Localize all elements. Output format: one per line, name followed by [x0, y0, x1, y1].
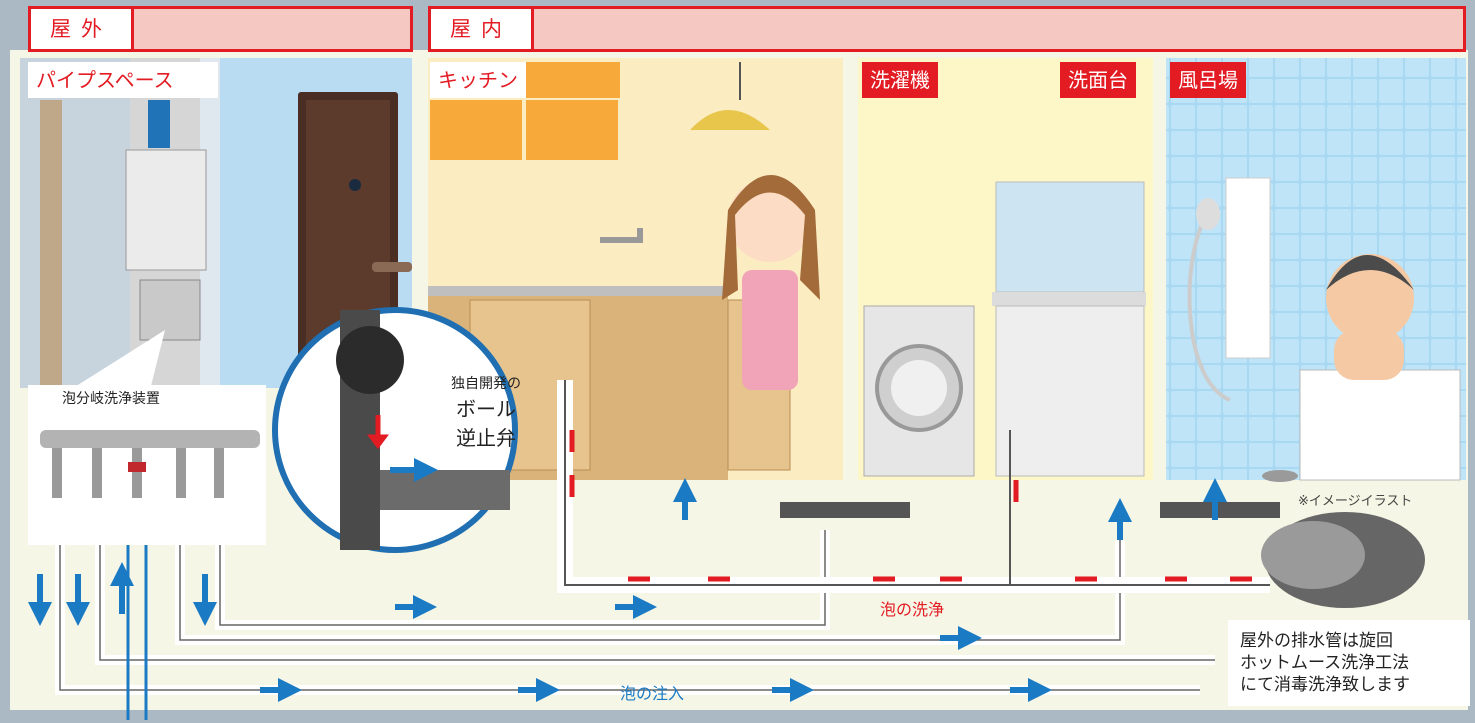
image-note: ※イメージイラスト	[1298, 494, 1413, 509]
manifold-icon	[28, 385, 266, 545]
laundry-panel	[858, 58, 1153, 480]
room-label-kitchen: キッチン	[430, 62, 526, 98]
red-arrow-icon	[569, 430, 1252, 582]
outdoor-drain-note: 屋外の排水管は旋回 ホットムース洗浄工法 にて消毒洗浄致します	[1228, 620, 1470, 706]
valve-callout-line3: 逆止弁	[456, 426, 516, 450]
header-outside: 屋外	[28, 6, 413, 52]
valve-callout-line1: 独自開発の	[451, 376, 521, 392]
header-outside-label: 屋外	[31, 9, 134, 49]
room-label-washbasin: 洗面台	[1060, 62, 1136, 98]
valve-callout-line2: ボール	[456, 397, 516, 421]
room-label-washing-machine: 洗濯機	[862, 62, 938, 98]
foam-cleaning-label: 泡の洗浄	[880, 600, 945, 619]
blue-arrow-icon	[27, 478, 1227, 702]
outdoor-note-line1: 屋外の排水管は旋回	[1240, 631, 1393, 651]
header-inside-label: 屋内	[431, 9, 534, 49]
device-label: 泡分岐洗浄装置	[62, 391, 160, 407]
ball-check-valve-zoom	[272, 307, 518, 553]
bathroom-panel	[1166, 58, 1466, 481]
room-label-pipe-space: パイプスペース	[28, 62, 218, 98]
room-label-bathroom: 風呂場	[1170, 62, 1246, 98]
pipe-space-panel	[20, 58, 412, 392]
header-inside: 屋内	[428, 6, 1466, 52]
outdoor-note-line3: にて消毒洗浄致します	[1240, 675, 1410, 695]
outdoor-note-line2: ホットムース洗浄工法	[1240, 653, 1410, 673]
drain-cover-icon	[1261, 470, 1425, 608]
valve-callout: 独自開発の ボール 逆止弁	[436, 373, 536, 451]
pipe-network	[55, 380, 1280, 720]
foam-injection-label: 泡の注入	[620, 684, 685, 703]
